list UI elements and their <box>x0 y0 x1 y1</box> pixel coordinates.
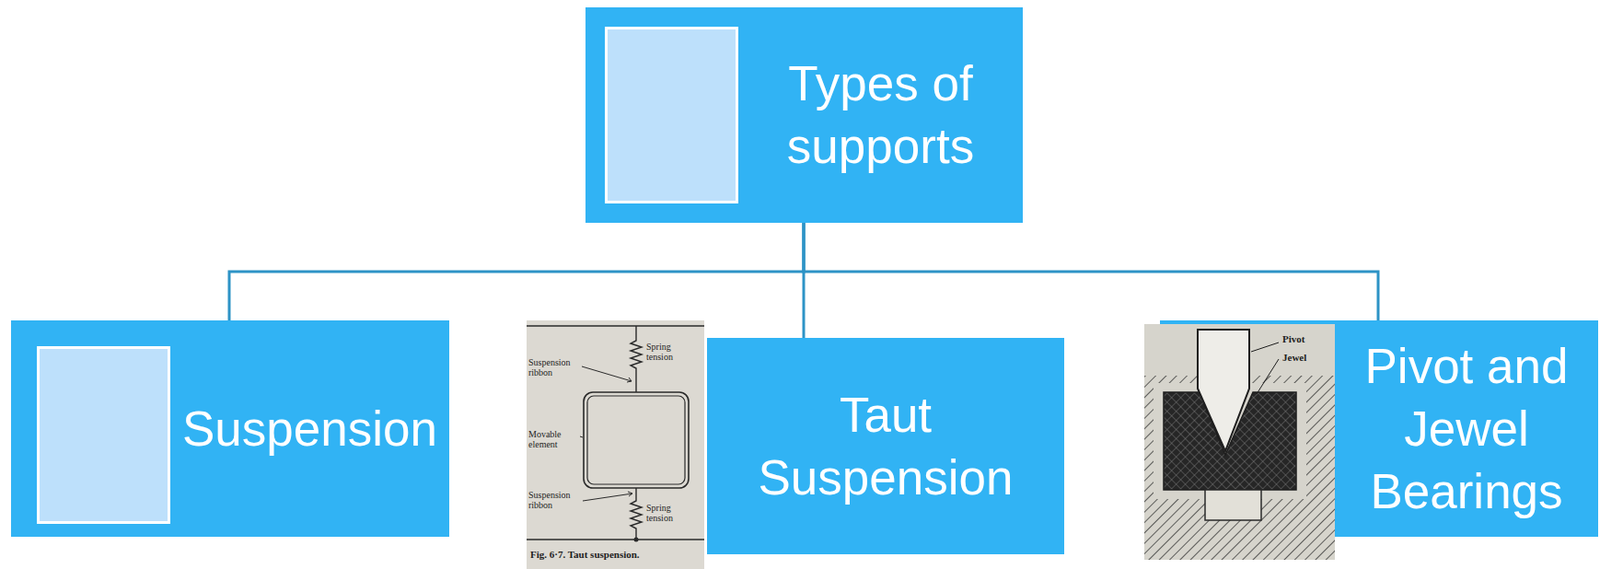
part-label: Pivot <box>1282 333 1329 346</box>
node-label: Suspension <box>182 397 438 461</box>
text-area: Pivot and Jewel Bearings <box>1334 320 1599 537</box>
node-label: Taut Suspension <box>733 383 1038 510</box>
tree-connector <box>803 222 1379 321</box>
part-label: Suspension ribbon <box>528 489 582 511</box>
text-area: Types of supports <box>738 7 1023 223</box>
tree-connector <box>229 222 804 321</box>
category-box: Suspension <box>11 320 450 537</box>
placeholder-frame <box>36 346 171 524</box>
part-label: Movable element <box>528 428 580 450</box>
root-box: Types of supports <box>585 7 1023 223</box>
category-box: Taut Suspension <box>707 337 1065 555</box>
part-label: Spring tension <box>646 341 700 362</box>
text-area: Taut Suspension <box>707 337 1065 555</box>
part-label: Spring tension <box>646 502 700 523</box>
placeholder-frame <box>604 26 739 204</box>
figure-caption: Fig. 6·7. Taut suspension. <box>530 548 702 561</box>
part-label: Suspension ribbon <box>528 357 582 378</box>
part-label: Jewel <box>1282 351 1329 364</box>
node-label: Pivot and Jewel Bearings <box>1342 335 1591 523</box>
text-area: Suspension <box>170 320 450 537</box>
node-label: Types of supports <box>745 52 1016 178</box>
